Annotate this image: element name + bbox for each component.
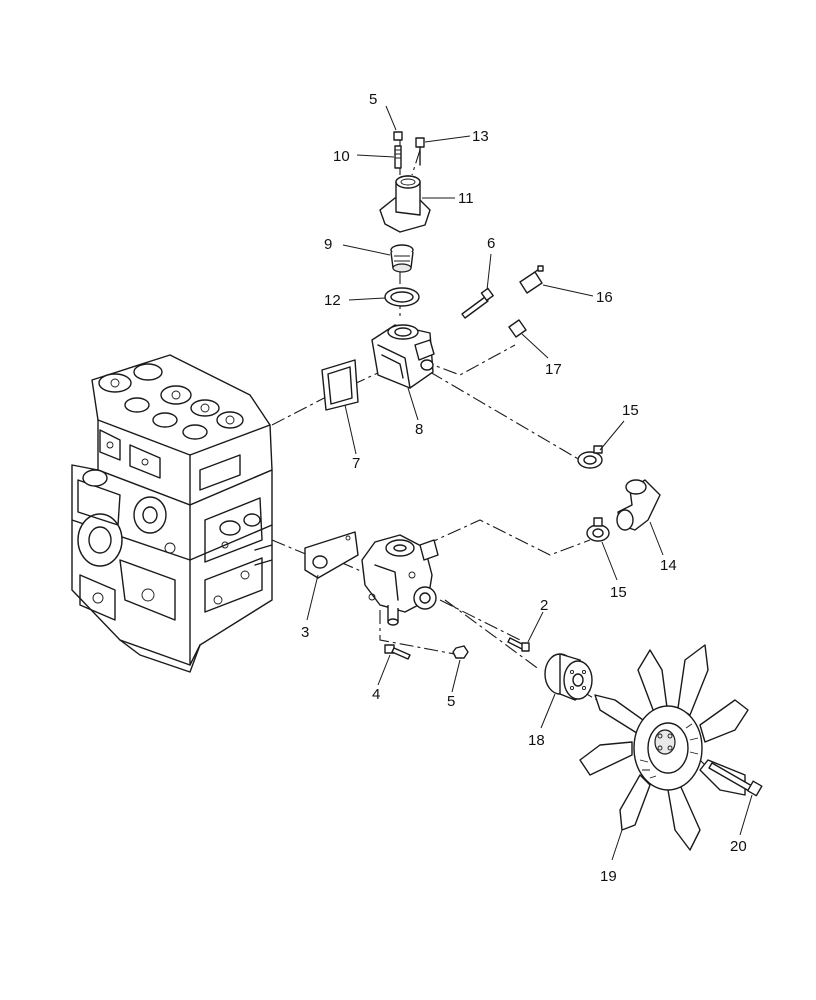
part-water-pump [361,534,439,626]
callout-9: 9 [324,236,332,253]
callout-14: 14 [660,557,677,574]
callout-3: 3 [301,624,309,641]
part-stud-10 [394,145,402,169]
part-bolt-6 [461,287,494,319]
part-thermostat-9 [390,244,414,273]
part-thermostat-cover-11 [379,175,431,233]
callout-2: 2 [540,597,548,614]
part-bolt-4 [384,644,411,660]
part-clamp-15-upper [577,445,603,469]
callout-16: 16 [596,289,613,306]
callout-6: 6 [487,235,495,252]
part-sender-16 [519,265,544,294]
callout-20: 20 [730,838,747,855]
callout-5-upper: 5 [369,91,377,108]
callout-19: 19 [600,868,617,885]
callout-17: 17 [545,361,562,378]
part-clamp-15-lower [586,517,610,542]
callout-7: 7 [352,455,360,472]
callout-10: 10 [333,148,350,165]
part-gasket-7 [321,359,359,411]
part-bolt-20 [708,762,763,797]
part-gasket-12 [384,287,420,307]
callout-5-lower: 5 [447,693,455,710]
part-sensor-13 [415,137,425,166]
part-nut-5-upper [393,131,403,141]
callout-labels: 5 10 13 11 9 6 12 16 17 8 7 15 14 15 3 2… [301,91,747,885]
callout-15-lower: 15 [610,584,627,601]
callout-8: 8 [415,421,423,438]
callout-18: 18 [528,732,545,749]
part-bolt-2 [507,637,530,652]
part-hose-14 [616,479,661,531]
callout-11: 11 [458,190,474,207]
part-fan-19 [579,644,749,851]
callout-12: 12 [324,292,341,309]
engine-block [71,354,273,673]
part-gasket-3 [304,531,359,579]
part-thermostat-housing-8 [371,324,435,389]
callout-13: 13 [472,128,489,145]
part-nut-5-lower [452,645,469,659]
leader-lines [306,105,753,861]
part-plug-17 [508,319,527,338]
callout-4: 4 [372,686,380,703]
callout-15-upper: 15 [622,402,639,419]
part-pulley-18 [544,653,593,701]
